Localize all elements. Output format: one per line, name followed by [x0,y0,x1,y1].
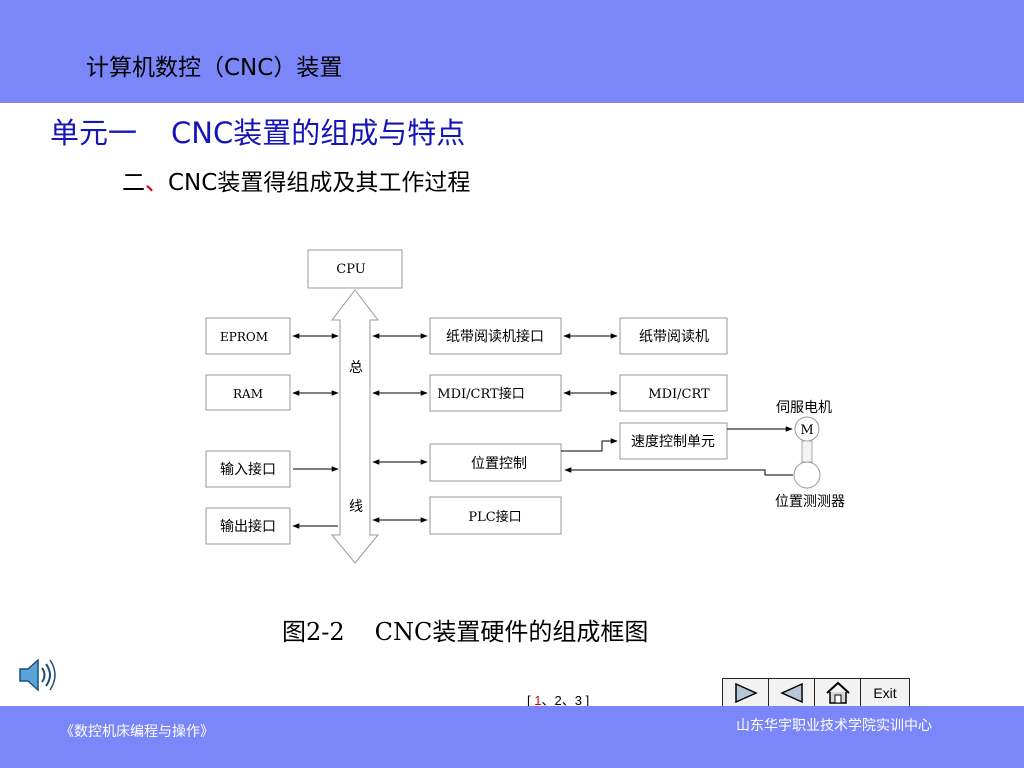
bus-label-bottom: 线 [349,499,363,515]
bus-label-top: 总 [349,360,363,376]
eprom-label: EPROM [220,330,268,344]
ram-box [205,374,291,411]
page-link-1[interactable]: 1 [534,693,542,708]
figure-number: 图2-2 [282,618,345,646]
play-left-icon [779,682,803,703]
mdi-crt-label: MDI/CRT [648,387,710,402]
arrow-sensor-feedback [564,467,793,476]
header-band [0,0,1024,103]
eprom-box [205,317,291,355]
tape-reader-interface-box [429,317,562,355]
speed-control-label: 速度控制单元 [631,434,715,450]
play-right-icon [734,682,758,703]
servo-motor-label: 伺服电机 [776,400,832,416]
position-sensor-label: 位置测测器 [775,494,845,510]
home-icon [825,681,850,704]
next-button[interactable] [723,679,769,706]
pager-sep-2: 、 [561,693,575,708]
pager-sep-1: 、 [541,693,555,708]
pager-open: [ [527,693,531,708]
header-title: 计算机数控（CNC）装置 [86,55,343,81]
position-control-label: 位置控制 [471,456,527,472]
figure-caption: 图2-2 CNC装置硬件的组成框图 [282,612,648,647]
arrow-position-to-speed [561,438,618,452]
bus-double-arrow [330,289,380,564]
exit-button[interactable]: Exit [873,684,897,701]
slide-nav: Exit [722,678,910,707]
hardware-block-diagram: CPU 总 线 EPROM RAM 输入接口 输出接口 纸带阅读机接口 MDI/… [205,249,845,564]
motor-shaft [801,440,813,463]
unit-title: 单元一 CNC装置的组成与特点 [50,110,465,152]
tape-reader-label: 纸带阅读机 [639,328,709,345]
footer-band [0,706,1024,768]
pager-close: ] [585,693,590,708]
unit-name: CNC装置的组成与特点 [171,116,466,150]
tape-reader-box [619,317,728,355]
home-button[interactable] [815,679,861,706]
unit-prefix: 单元一 [50,116,138,150]
input-interface-label: 输入接口 [220,461,276,478]
mdi-crt-interface-box [429,374,562,412]
mdi-crt-interface-label: MDI/CRT接口 [437,386,524,402]
position-control-box [429,443,562,482]
section-separator: 、 [145,170,168,196]
motor-symbol: M [800,423,813,438]
page-indicator: [ 1、2、3 ] [527,690,589,709]
previous-button[interactable] [769,679,815,706]
cpu-box [307,249,403,289]
output-interface-label: 输出接口 [220,518,276,535]
section-name: CNC装置得组成及其工作过程 [168,170,471,196]
ram-label: RAM [233,387,263,401]
tape-reader-interface-label: 纸带阅读机接口 [446,328,544,345]
page-link-2[interactable]: 2 [554,693,562,708]
footer-organization: 山东华宇职业技术学院实训中心 [736,718,932,734]
output-interface-box [205,507,291,545]
page-link-3[interactable]: 3 [574,693,582,708]
section-number: 二 [122,170,145,196]
section-title: 二、CNC装置得组成及其工作过程 [122,163,470,197]
plc-interface-box [429,496,562,535]
cpu-label: CPU [336,262,365,277]
figure-title: CNC装置硬件的组成框图 [374,618,649,646]
speaker-icon[interactable] [16,655,58,695]
footer-book-title: 《数控机床编程与操作》 [60,724,214,740]
position-sensor-icon [793,461,821,489]
plc-interface-label: PLC接口 [468,509,521,525]
input-interface-box [205,450,291,488]
speed-control-box [619,422,728,460]
mdi-crt-box [619,374,728,412]
